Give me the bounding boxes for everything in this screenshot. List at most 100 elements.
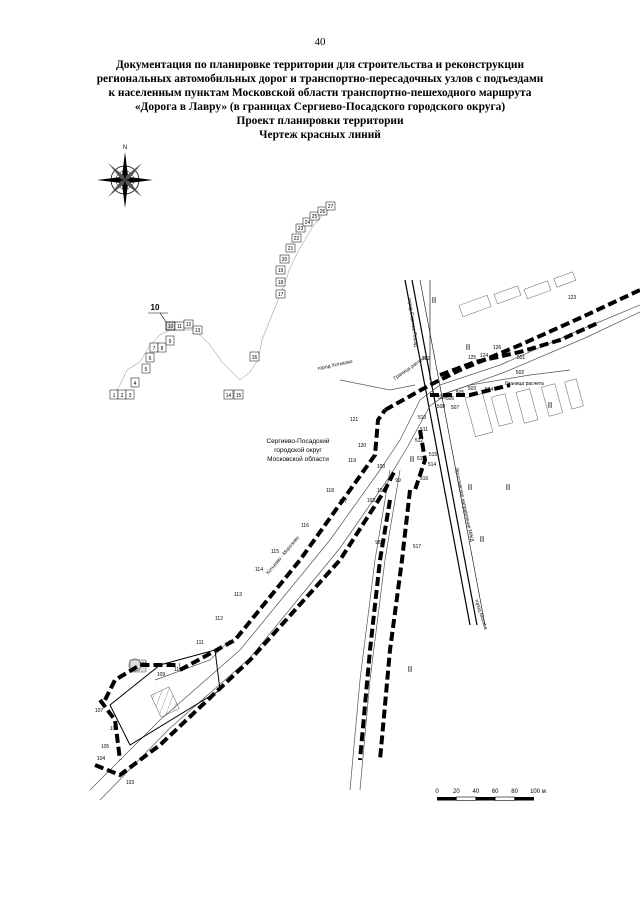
svg-text:99: 99 [395,478,401,484]
railway [404,279,486,626]
svg-text:Московской области: Московской области [267,455,329,463]
svg-text:27: 27 [328,204,334,210]
index-box: 17 [275,289,286,299]
index-box: 7 [149,342,159,353]
svg-text:25: 25 [312,214,318,220]
index-box: 18 [275,277,286,287]
title-line-2: региональных автомобильных дорог и транс… [96,73,544,85]
svg-text:40: 40 [472,789,479,795]
svg-text:516: 516 [420,476,429,482]
svg-text:14: 14 [226,393,232,399]
index-box: 9 [165,335,175,346]
index-box: 26 [317,206,328,216]
svg-text:26: 26 [320,209,326,215]
svg-text:109: 109 [157,672,166,678]
svg-text:11: 11 [177,324,182,330]
title-line-4: «Дорога в Лавру» (в границах Сергиево-По… [134,101,506,113]
map-labels: город Сергиев Посад город Хотьково город… [265,297,544,630]
red-lines [94,288,640,778]
svg-text:117: 117 [339,499,347,505]
svg-text:107: 107 [95,708,104,714]
label-railway: Ярославское направление МЖД [453,467,475,543]
svg-text:504: 504 [485,387,494,393]
svg-text:101: 101 [377,488,386,494]
index-box: 24 [302,217,313,227]
index-box: 5 [141,363,151,374]
svg-text:111: 111 [196,640,204,646]
scale-bar: 0 20 40 60 80 100 м [435,789,546,801]
svg-text:8: 8 [161,346,164,352]
svg-text:113: 113 [234,592,242,598]
svg-text:506: 506 [446,396,455,402]
buildings [129,271,584,718]
svg-text:512: 512 [415,438,424,444]
index-box: 15 [233,389,244,400]
index-box: 1 [109,389,119,400]
compass-rose-icon: N [97,145,153,208]
svg-text:21: 21 [288,246,294,252]
index-box: 13 [192,325,203,335]
red-lines-thin [109,649,221,746]
svg-text:II: II [548,401,552,410]
svg-text:502: 502 [516,370,525,376]
sheet-number-label: 10 [151,303,160,312]
svg-text:110: 110 [174,667,182,673]
svg-text:105: 105 [101,744,110,750]
svg-text:22: 22 [294,236,300,242]
index-box: 10 [165,321,176,331]
svg-text:5: 5 [145,367,148,373]
svg-text:18: 18 [278,280,284,286]
svg-text:511: 511 [420,427,428,433]
svg-text:II: II [466,343,470,352]
svg-text:20: 20 [453,789,460,795]
svg-text:16: 16 [252,355,258,361]
svg-text:80: 80 [511,789,518,795]
svg-text:508: 508 [437,404,446,410]
svg-text:507: 507 [451,405,460,411]
index-box: 6 [145,352,155,363]
index-box: 21 [285,243,296,253]
zone-marks: II II II II II II II II [408,296,552,674]
svg-text:100: 100 [377,464,386,470]
index-box: 11 [174,321,185,331]
page-number: 40 [314,36,326,48]
svg-text:20: 20 [282,257,288,263]
label-to-khotkovo: город Хотьково [317,359,353,372]
svg-text:II: II [410,455,414,464]
svg-text:124: 124 [480,353,489,359]
svg-text:513: 513 [417,456,426,462]
svg-text:514: 514 [428,462,437,468]
svg-text:10: 10 [168,324,174,330]
svg-text:II: II [468,483,472,492]
svg-text:17: 17 [278,292,284,298]
index-box: 25 [309,211,320,221]
svg-text:108: 108 [139,662,148,668]
index-box: 23 [295,223,306,233]
index-box: 16 [249,351,260,362]
svg-text:503: 503 [468,386,477,392]
svg-text:23: 23 [298,226,304,232]
svg-text:II: II [408,665,412,674]
svg-text:122: 122 [422,356,431,362]
roads [89,304,640,801]
svg-text:505: 505 [456,390,465,396]
title-line-6: Чертеж красных линий [259,129,381,141]
svg-text:24: 24 [305,220,311,226]
svg-text:3: 3 [129,393,132,399]
svg-text:100 м: 100 м [530,789,546,795]
svg-text:126: 126 [493,345,502,351]
title-line-5: Проект планировки территории [236,115,404,127]
svg-text:103: 103 [126,780,135,786]
index-box: 2 [117,389,127,400]
svg-text:9: 9 [169,339,172,345]
index-box: 3 [125,389,135,400]
svg-text:12: 12 [186,322,192,328]
svg-text:1: 1 [113,393,116,399]
svg-text:Сергиево-Посадский: Сергиево-Посадский [266,437,329,445]
svg-text:13: 13 [195,328,201,334]
svg-text:7: 7 [153,346,156,352]
svg-text:6: 6 [149,356,152,362]
district-label: Сергиево-Посадский городской округ Моско… [266,437,329,463]
svg-text:19: 19 [278,268,284,274]
index-box: 22 [291,233,302,243]
